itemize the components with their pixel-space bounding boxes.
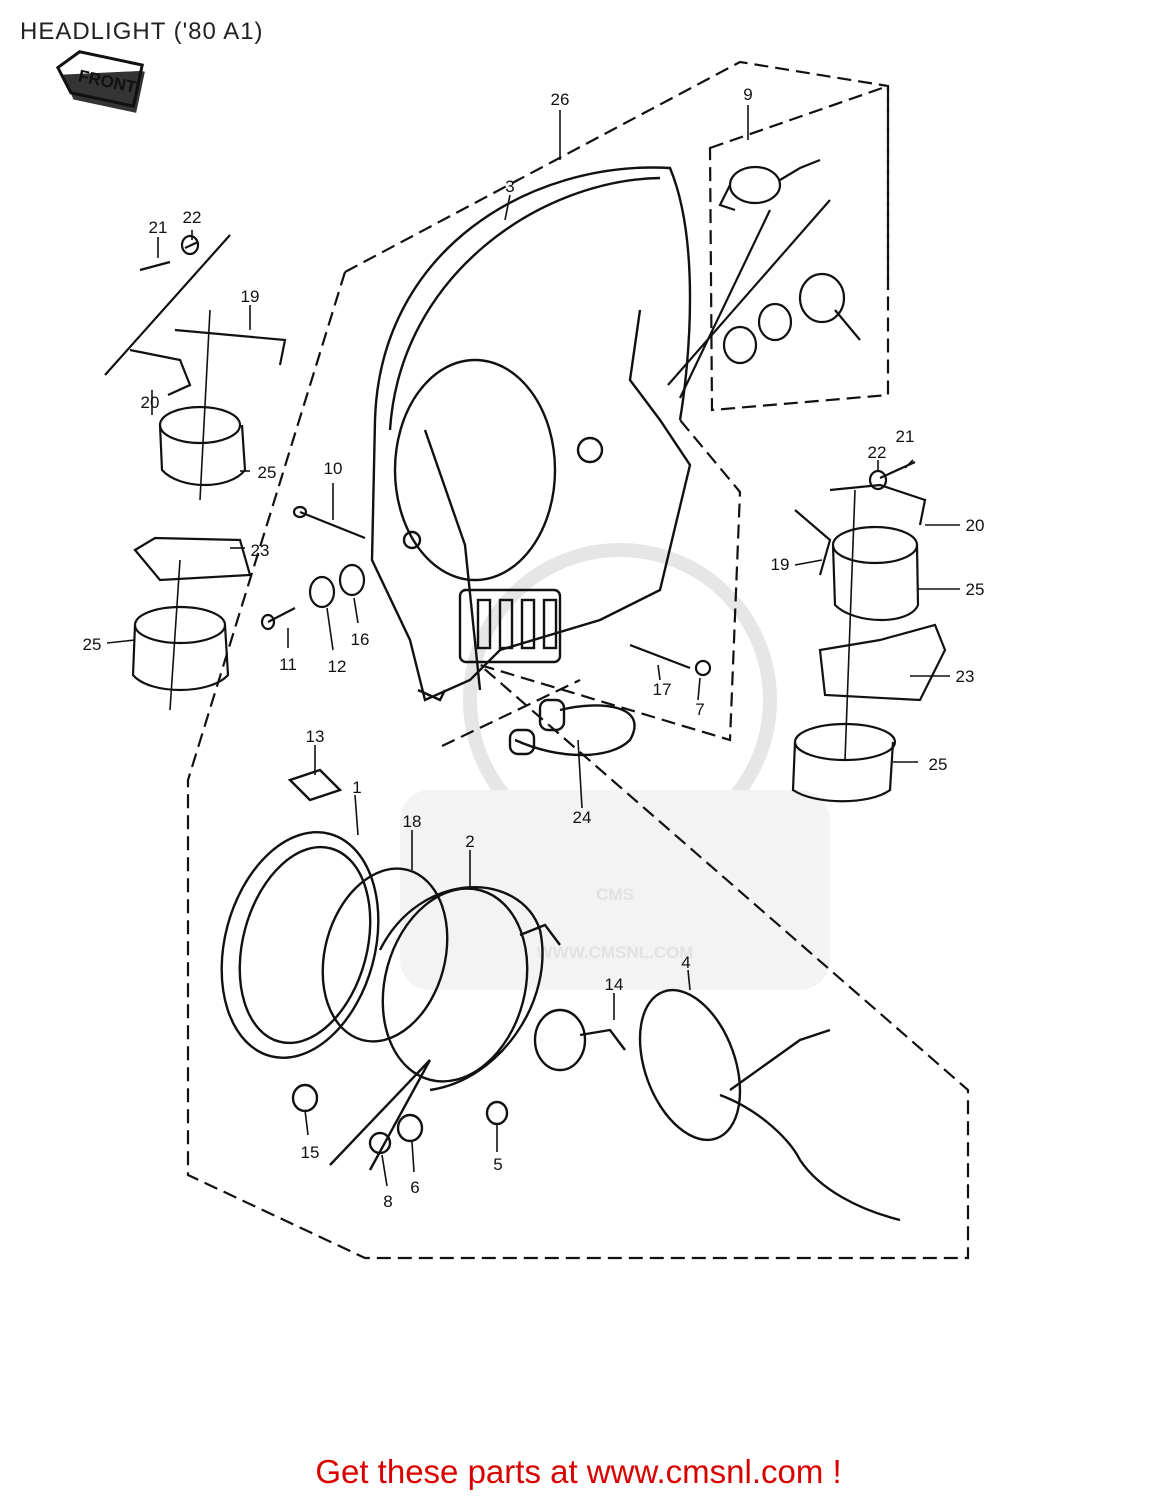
callout-19-right: 19 [771,555,790,574]
callout-19-left: 19 [241,287,260,306]
fasteners-set [260,505,712,677]
headlight-cowl [370,166,692,702]
callout-labels: 26 9 3 21 22 19 20 25 23 25 10 11 12 16 … [83,85,985,1211]
page-title: HEADLIGHT ('80 A1) [20,18,264,45]
front-direction-arrow: FRONT [55,50,145,113]
left-bracket-stack [104,234,287,691]
callout-23-right: 23 [956,667,975,686]
part-24-wire [508,698,636,757]
footer-parts-link[interactable]: Get these parts at www.cmsnl.com ! [315,1453,842,1490]
callout-8: 8 [383,1192,392,1211]
callout-21-right: 21 [896,427,915,446]
callout-22-right: 22 [868,443,887,462]
callout-3: 3 [505,177,514,196]
callout-22-left: 22 [183,208,202,227]
callout-15: 15 [301,1143,320,1162]
callout-23-left: 23 [251,541,270,560]
callout-5: 5 [493,1155,502,1174]
callout-2: 2 [465,832,474,851]
callout-7: 7 [695,700,704,719]
exploded-parts-diagram: CMS WWW.CMSNL.COM FRONT [55,50,985,1260]
callout-26: 26 [551,90,570,109]
callout-6: 6 [410,1178,419,1197]
callout-25-right-top: 25 [966,580,985,599]
callout-25-left-bottom: 25 [83,635,102,654]
callout-20-right: 20 [966,516,985,535]
callout-16: 16 [351,630,370,649]
callout-12: 12 [328,657,347,676]
headlight-assembly [220,768,901,1222]
callout-21-left: 21 [149,218,168,237]
callout-9: 9 [743,85,752,104]
leader-lines [106,105,960,1187]
callout-14: 14 [605,975,624,994]
callout-1: 1 [352,778,361,797]
watermark-brand: CMS [596,885,634,904]
callout-18: 18 [403,812,422,831]
cms-watermark: CMS WWW.CMSNL.COM [400,543,830,990]
assembly-outline [186,60,970,1260]
callout-10: 10 [324,459,343,478]
watermark-url: WWW.CMSNL.COM [537,943,694,962]
callout-4: 4 [681,953,690,972]
callout-25-right-bottom: 25 [929,755,948,774]
callout-24: 24 [573,808,592,827]
callout-25-left-top: 25 [258,463,277,482]
callout-11: 11 [279,655,297,674]
part-9-switch [667,158,861,399]
callout-20-left: 20 [141,393,160,412]
callout-17: 17 [653,680,672,699]
callout-13: 13 [306,727,325,746]
right-bracket-stack [791,460,947,803]
